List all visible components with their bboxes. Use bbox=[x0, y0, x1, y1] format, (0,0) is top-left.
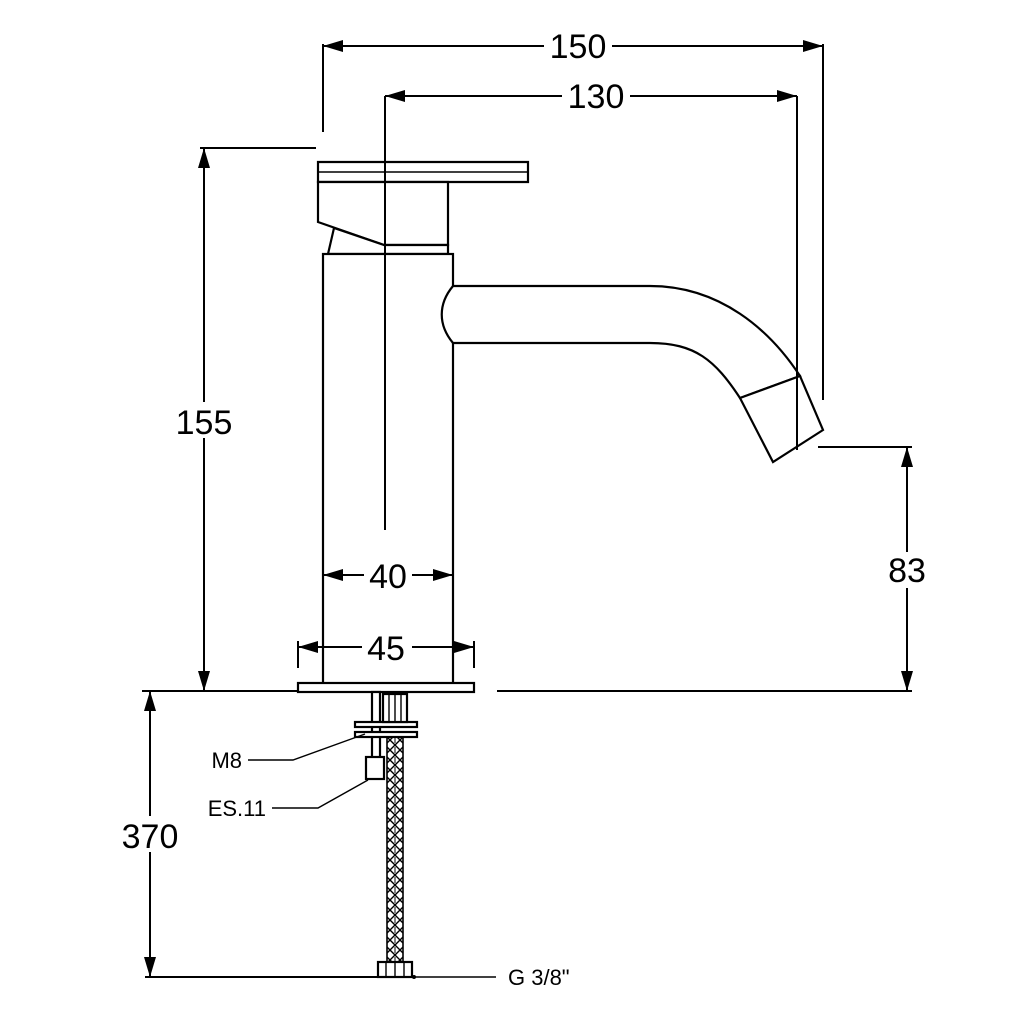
callout-hose-connection: G 3/8" bbox=[508, 965, 570, 990]
reference-lines bbox=[142, 690, 912, 978]
spout-height-label: 83 bbox=[888, 552, 926, 590]
mounting-hardware bbox=[353, 690, 419, 979]
callout-wrench-size: ES.11 bbox=[208, 779, 369, 821]
dimension-hose-length: 370 bbox=[116, 691, 184, 977]
braided-hose bbox=[386, 736, 404, 964]
faucet-body bbox=[296, 160, 825, 694]
base-plate bbox=[296, 681, 476, 694]
callout-stud-thread: M8 bbox=[211, 733, 366, 773]
spout-reach-label: 130 bbox=[568, 78, 625, 116]
overall-reach-label: 150 bbox=[550, 28, 607, 66]
spout bbox=[440, 284, 802, 400]
aerator bbox=[738, 374, 825, 464]
faucet-column bbox=[321, 252, 455, 686]
dimension-spout-reach: 130 bbox=[384, 78, 798, 530]
dimension-spout-height: 83 bbox=[818, 446, 930, 691]
dimension-total-height: 155 bbox=[172, 147, 316, 691]
total-height-label: 155 bbox=[176, 404, 233, 442]
dimension-overall-reach: 150 bbox=[322, 28, 824, 400]
hose-connection-label: G 3/8" bbox=[508, 965, 570, 990]
dimension-body-diameter: 40 bbox=[323, 558, 453, 596]
wrench-size-label: ES.11 bbox=[208, 796, 266, 821]
stud-thread-label: M8 bbox=[211, 748, 242, 773]
hose-length-label: 370 bbox=[122, 818, 179, 856]
fixing-nut bbox=[364, 755, 386, 781]
base-diameter-label: 45 bbox=[367, 630, 405, 668]
dimension-base-diameter: 45 bbox=[297, 630, 475, 668]
body-diameter-label: 40 bbox=[369, 558, 407, 596]
